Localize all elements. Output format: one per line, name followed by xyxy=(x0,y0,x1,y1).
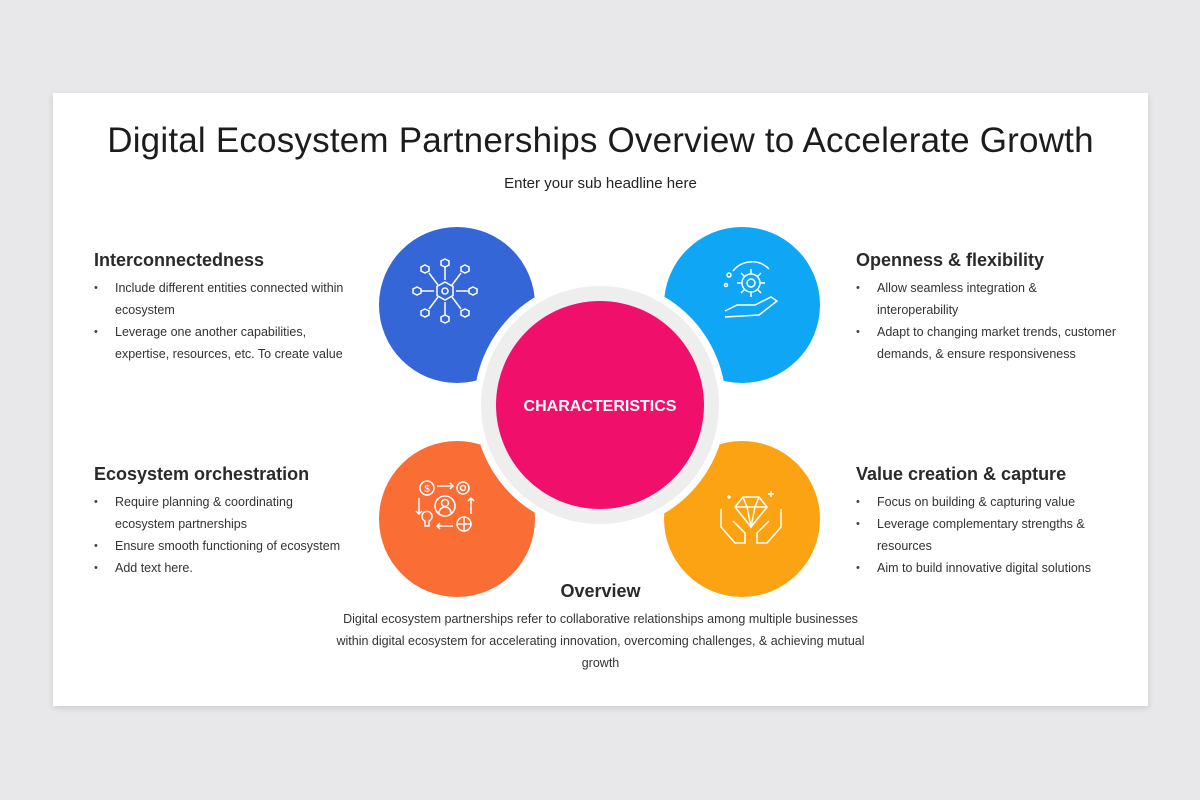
bullet-item: Allow seamless integration & interoperab… xyxy=(856,277,1116,321)
bullet-list: Focus on building & capturing value Leve… xyxy=(856,491,1116,579)
overview-block: Overview Digital ecosystem partnerships … xyxy=(333,581,868,674)
block-heading: Interconnectedness xyxy=(94,250,265,270)
overview-heading: Overview xyxy=(560,581,641,601)
characteristics-diagram: CHARACTERISTICS xyxy=(379,227,820,597)
bullet-item: Focus on building & capturing value xyxy=(856,491,1116,513)
petal-value-creation xyxy=(664,441,820,597)
bullet-list: Require planning & coordinating ecosyste… xyxy=(94,491,354,579)
network-nodes-icon xyxy=(412,258,478,324)
orchestration-block: Ecosystem orchestration Require planning… xyxy=(94,464,354,579)
workflow-cycle-icon: $ xyxy=(415,480,475,532)
block-heading: Value creation & capture xyxy=(856,464,1067,484)
slide: Digital Ecosystem Partnerships Overview … xyxy=(53,93,1148,706)
slide-subtitle: Enter your sub headline here xyxy=(504,175,697,192)
svg-text:$: $ xyxy=(424,484,430,495)
center-label: CHARACTERISTICS xyxy=(524,398,677,415)
overview-text: Digital ecosystem partnerships refer to … xyxy=(336,612,865,670)
bullet-item: Leverage one another capabilities, exper… xyxy=(94,321,354,365)
bullet-item: Require planning & coordinating ecosyste… xyxy=(94,491,354,535)
slide-title: Digital Ecosystem Partnerships Overview … xyxy=(107,121,1094,160)
gear-in-hand-icon xyxy=(723,261,779,318)
diamond-hands-icon xyxy=(720,491,782,544)
bullet-list: Include different entities connected wit… xyxy=(94,277,354,365)
bullet-item: Leverage complementary strengths & resou… xyxy=(856,513,1116,557)
petal-orchestration xyxy=(379,441,535,597)
center-circle xyxy=(496,301,704,509)
block-heading: Ecosystem orchestration xyxy=(94,464,310,484)
bullet-item: Add text here. xyxy=(94,557,354,579)
bullet-item: Ensure smooth functioning of ecosystem xyxy=(94,535,354,557)
openness-block: Openness & flexibility Allow seamless in… xyxy=(856,250,1116,365)
interconnectedness-block: Interconnectedness Include different ent… xyxy=(94,250,354,365)
bullet-list: Allow seamless integration & interoperab… xyxy=(856,277,1116,365)
bullet-item: Include different entities connected wit… xyxy=(94,277,354,321)
petal-interconnectedness xyxy=(379,227,535,383)
bullet-item: Adapt to changing market trends, custome… xyxy=(856,321,1116,365)
value-creation-block: Value creation & capture Focus on buildi… xyxy=(856,464,1116,579)
block-heading: Openness & flexibility xyxy=(856,250,1045,270)
bullet-item: Aim to build innovative digital solution… xyxy=(856,557,1116,579)
